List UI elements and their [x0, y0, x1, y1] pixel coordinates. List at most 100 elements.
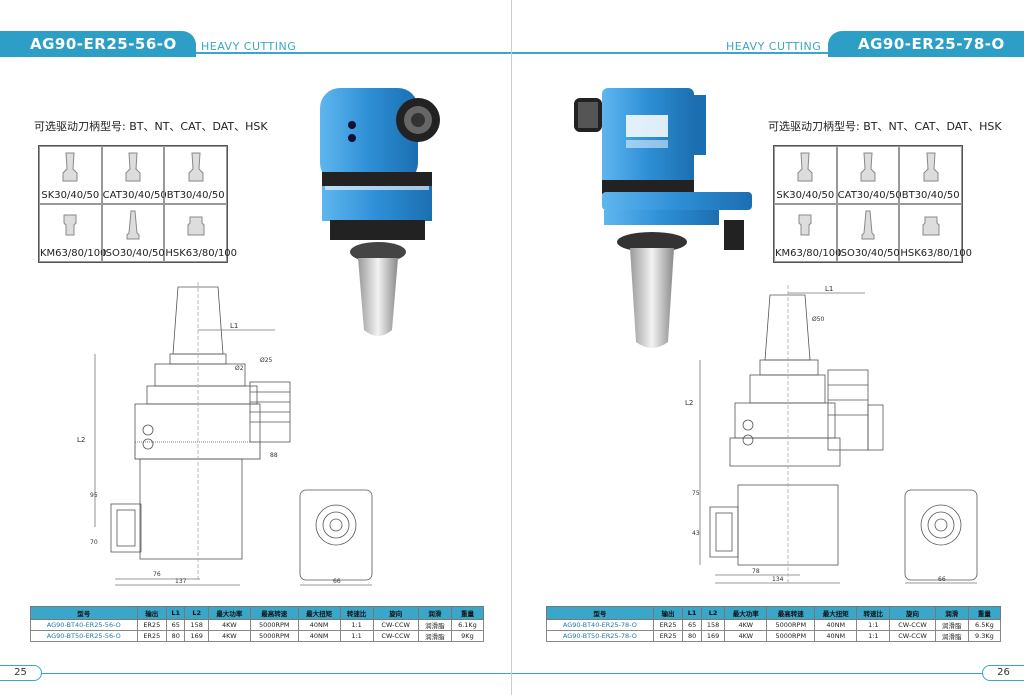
- table-cell: 65: [166, 619, 186, 631]
- col-header: 旋向: [889, 606, 936, 620]
- dim-h1: 75: [692, 490, 700, 497]
- dim-h2: 70: [90, 539, 98, 546]
- table-cell: 40NM: [297, 619, 341, 631]
- holder-label: SK30/40/50: [776, 190, 835, 201]
- dim-d1: Ø50: [812, 316, 825, 323]
- tool-holder-icon: [62, 152, 78, 182]
- col-header: L2: [184, 606, 209, 620]
- left-page: AG90-ER25-56-O HEAVY CUTTING 可选驱动刀柄型号: B…: [0, 31, 512, 681]
- dim-h3: 88: [270, 452, 278, 459]
- col-header: 最大功率: [207, 606, 251, 620]
- col-header: 输出: [136, 606, 168, 620]
- tool-holder-icon: [125, 152, 141, 182]
- col-header: 型号: [30, 606, 138, 620]
- holder-label: HSK63/80/100: [165, 248, 238, 259]
- table-cell: 169: [184, 630, 209, 642]
- table-row: AG90-BT50-ER25-56-O ER25 80 169 4KW 5000…: [30, 630, 485, 642]
- col-header: 最大扭矩: [297, 606, 341, 620]
- dim-h1: 95: [90, 492, 98, 499]
- holder-cell: ISO30/40/50: [836, 204, 900, 262]
- table-cell: 80: [166, 630, 186, 642]
- tool-holder-icon: [188, 152, 204, 182]
- col-header: 重量: [967, 606, 1002, 620]
- table-cell: CW-CCW: [372, 619, 419, 631]
- product-title: AG90-ER25-56-O: [0, 31, 196, 57]
- table-cell: ER25: [652, 619, 684, 631]
- table-cell: ER25: [136, 619, 168, 631]
- table-cell: 80: [682, 630, 702, 642]
- holder-cell: KM63/80/100: [774, 204, 842, 262]
- table-cell: 9.3Kg: [967, 630, 1002, 642]
- holder-label: KM63/80/100: [40, 248, 107, 259]
- dim-w3: 66: [333, 578, 341, 585]
- table-cell: 润滑脂: [934, 630, 969, 642]
- holder-cell: BT30/40/50: [164, 146, 227, 204]
- table-cell: AG90-BT40-ER25-78-O: [546, 619, 654, 631]
- table-header-row: 型号 输出 L1 L2 最大功率 最高转速 最大扭矩 转速比 旋向 润滑 重量: [546, 606, 1002, 620]
- table-cell: AG90-BT50-ER25-56-O: [30, 630, 138, 642]
- table-cell: 1:1: [339, 619, 374, 631]
- holder-grid: SK30/40/50 CAT30/40/50 BT30/40/50 KM63/8…: [38, 145, 238, 263]
- dim-w2: 137: [175, 578, 187, 585]
- table-cell: 4KW: [724, 630, 768, 642]
- tool-holder-icon: [797, 152, 813, 182]
- table-cell: ER25: [136, 630, 168, 642]
- table-header-row: 型号 输出 L1 L2 最大功率 最高转速 最大扭矩 转速比 旋向 润滑 重量: [30, 606, 485, 620]
- table-cell: 169: [700, 630, 726, 642]
- table-cell: 5000RPM: [249, 630, 299, 642]
- holder-types-label: 可选驱动刀柄型号: BT、NT、CAT、DAT、HSK: [768, 120, 1002, 133]
- table-cell: 40NM: [297, 630, 341, 642]
- spec-table: 型号 输出 L1 L2 最大功率 最高转速 最大扭矩 转速比 旋向 润滑 重量 …: [546, 606, 1002, 642]
- dim-l2: L2: [685, 399, 693, 407]
- dim-h2: 43: [692, 530, 700, 537]
- table-cell: CW-CCW: [889, 630, 936, 642]
- table-row: AG90-BT40-ER25-78-O ER25 65 158 4KW 5000…: [546, 619, 1002, 631]
- page-number: 25: [0, 665, 42, 681]
- footer-rule: [42, 673, 512, 674]
- dim-w1: 76: [153, 571, 161, 578]
- col-header: L1: [166, 606, 186, 620]
- holder-cell: KM63/80/100: [39, 204, 107, 262]
- holder-label: ISO30/40/50: [102, 248, 165, 259]
- table-cell: 9Kg: [450, 630, 485, 642]
- col-header: 重量: [450, 606, 485, 620]
- table-row: AG90-BT40-ER25-56-O ER25 65 158 4KW 5000…: [30, 619, 485, 631]
- holder-label: KM63/80/100: [775, 248, 842, 259]
- col-header: L1: [682, 606, 702, 620]
- col-header: 转速比: [339, 606, 374, 620]
- table-cell: 158: [184, 619, 209, 631]
- table-cell: 5000RPM: [766, 619, 816, 631]
- table-cell: 6.5Kg: [967, 619, 1002, 631]
- col-header: L2: [700, 606, 726, 620]
- holder-cell: HSK63/80/100: [164, 204, 238, 262]
- product-photo: [320, 88, 440, 336]
- dim-l1: L1: [825, 285, 833, 293]
- product-subtitle: HEAVY CUTTING: [726, 40, 822, 53]
- holder-cell: BT30/40/50: [899, 146, 962, 204]
- holder-cell: HSK63/80/100: [899, 204, 972, 262]
- tool-holder-icon: [63, 214, 77, 236]
- holder-types-label: 可选驱动刀柄型号: BT、NT、CAT、DAT、HSK: [34, 120, 268, 133]
- holder-cell: CAT30/40/50: [836, 146, 902, 204]
- table-cell: 4KW: [207, 619, 251, 631]
- table-cell: 40NM: [814, 630, 858, 642]
- right-page: AG90-ER25-78-O HEAVY CUTTING 可选驱动刀柄型号: B…: [512, 0, 1024, 695]
- table-cell: 6.1Kg: [450, 619, 485, 631]
- dim-d2: Ø2: [235, 365, 244, 372]
- col-header: 最大功率: [724, 606, 768, 620]
- holder-cell: CAT30/40/50: [101, 146, 167, 204]
- holder-label: ISO30/40/50: [837, 248, 900, 259]
- table-cell: AG90-BT40-ER25-56-O: [30, 619, 138, 631]
- col-header: 润滑: [417, 606, 452, 620]
- dim-w3: 66: [938, 576, 946, 583]
- col-header: 输出: [652, 606, 684, 620]
- spec-table: 型号 输出 L1 L2 最大功率 最高转速 最大扭矩 转速比 旋向 润滑 重量 …: [30, 606, 485, 642]
- table-cell: CW-CCW: [889, 619, 936, 631]
- holder-grid: SK30/40/50 CAT30/40/50 BT30/40/50 KM63/8…: [773, 145, 972, 263]
- header-rule: [196, 52, 512, 54]
- tool-holder-icon: [187, 216, 205, 236]
- page-number: 26: [982, 665, 1024, 681]
- col-header: 型号: [546, 606, 654, 620]
- holder-label: CAT30/40/50: [102, 190, 167, 201]
- tool-holder-icon: [861, 210, 875, 240]
